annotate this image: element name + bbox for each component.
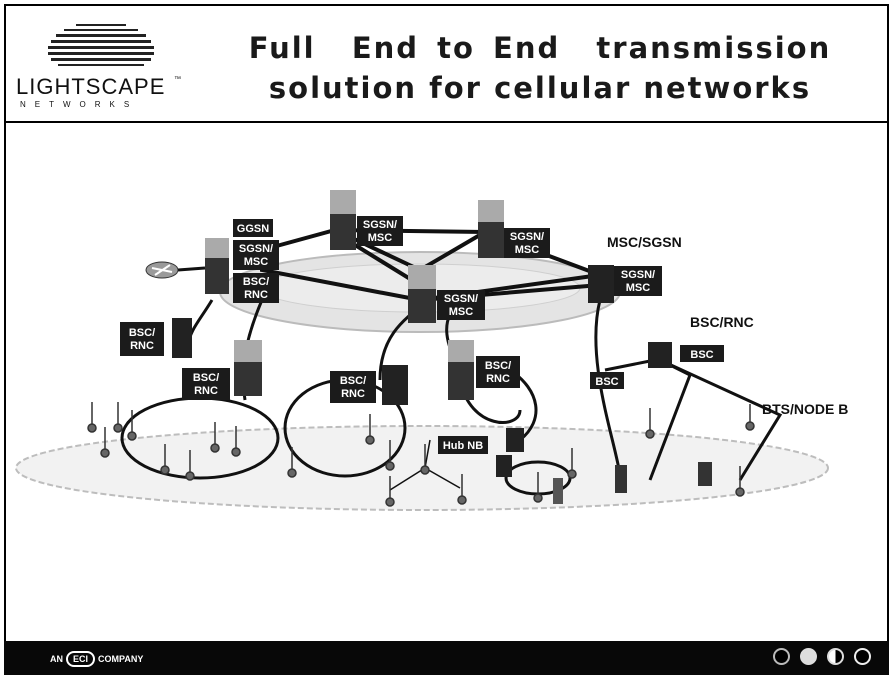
antenna-icon: [287, 447, 297, 478]
title-line-2: solution for cellular networks: [268, 71, 812, 105]
box-label-line: MSC: [368, 232, 393, 244]
label-bsc-rnc-center: BSC/RNC: [485, 360, 511, 385]
frame-top: [4, 4, 889, 6]
box-label-line: SGSN/: [363, 219, 397, 231]
antenna-icon: [745, 404, 755, 431]
label-sgsn-msc-center: SGSN/MSC: [444, 293, 478, 318]
box-label-line: MSC: [515, 244, 540, 256]
dot-1: [773, 648, 790, 665]
label-ggsn: GGSN: [237, 223, 269, 235]
antenna-icon: [160, 444, 170, 475]
logo: LIGHTSCAPE ™ NETWORKS: [16, 18, 196, 118]
logo-trademark: ™: [174, 76, 181, 83]
frame-left: [4, 4, 6, 674]
server-icon-bscleft: [172, 318, 192, 358]
server-icon-mid: [382, 365, 408, 405]
box-label-line: BSC/: [193, 372, 219, 384]
box-label-line: RNC: [341, 388, 365, 400]
box-label-line: RNC: [130, 340, 154, 352]
title-line-1: Full End to End transmission: [248, 31, 832, 65]
logo-wordmark: LIGHTSCAPE: [16, 74, 166, 99]
frame-right: [887, 4, 889, 674]
label-bsc-right: BSC: [595, 376, 618, 388]
tier-label-msc-sgsn: MSC/SGSN: [607, 234, 682, 250]
logo-subtitle: NETWORKS: [20, 100, 139, 109]
slide-title: Full End to End transmission solution fo…: [210, 28, 870, 108]
antenna-icon: [385, 440, 395, 471]
label-sgsn-msc-left: SGSN/MSC: [239, 243, 273, 268]
box-label-line: SGSN/: [444, 293, 478, 305]
box-label-line: BSC/: [243, 276, 269, 288]
antenna-icon: [231, 426, 241, 457]
antenna-icon: [645, 408, 655, 439]
antenna-icon: [420, 444, 430, 475]
server-icon-right: [588, 265, 614, 303]
label-bsc-far-right: BSC: [690, 349, 713, 361]
box-label-line: SGSN/: [621, 269, 655, 281]
box-label-line: BSC/: [485, 360, 511, 372]
router-icon: [145, 261, 206, 279]
tier-label-bsc-rnc: BSC/RNC: [690, 314, 754, 330]
dot-2: [800, 648, 817, 665]
bts-antennas: [87, 402, 755, 507]
antenna-icon: [385, 476, 395, 507]
antenna-icon: [127, 410, 137, 441]
antenna-icon: [365, 414, 375, 445]
network-diagram: GGSN SGSN/MSC BSC/RNC SGSN/MSC SGSN/MSC …: [15, 190, 848, 511]
antenna-icon: [735, 466, 745, 497]
box-label-line: RNC: [194, 385, 218, 397]
server-icon-bsc-right: [648, 342, 672, 368]
box-label-line: BSC/: [340, 375, 366, 387]
dot-4: [854, 648, 871, 665]
nodeb-icon-4: [615, 465, 627, 493]
nodeb-icon-5: [698, 462, 712, 486]
antenna-icon: [87, 402, 97, 433]
footer-prefix: AN: [50, 654, 63, 664]
label-sgsn-msc-top2: SGSN/MSC: [510, 231, 544, 256]
eci-logo: ECI: [66, 651, 96, 667]
nodeb-icon-1: [506, 428, 524, 452]
label-bsc-rnc-outer: BSC/RNC: [129, 327, 155, 352]
antenna-icon: [457, 474, 467, 505]
header-divider: [4, 121, 889, 123]
nodeb-icon-3: [553, 478, 563, 504]
dot-3: [827, 648, 844, 665]
box-label-line: BSC/: [129, 327, 155, 339]
box-label-line: SGSN/: [510, 231, 544, 243]
box-label-line: MSC: [449, 306, 474, 318]
label-hub-nb: Hub NB: [443, 440, 483, 452]
label-bsc-rnc-left: BSC/RNC: [243, 276, 269, 301]
label-sgsn-msc-right: SGSN/MSC: [621, 269, 655, 294]
antenna-icon: [113, 402, 123, 433]
label-bsc-rnc-lower-left: BSC/RNC: [193, 372, 219, 397]
tier-label-bts: BTS/NODE B: [762, 401, 848, 417]
footer-dots: [763, 648, 871, 670]
footer-suffix: COMPANY: [98, 654, 144, 664]
box-label-line: RNC: [244, 289, 268, 301]
antenna-icon: [185, 450, 195, 481]
box-label-line: SGSN/: [239, 243, 273, 255]
server-icons: [172, 190, 712, 504]
bts-links: [389, 439, 461, 491]
antenna-icon: [533, 472, 543, 503]
antenna-icon: [100, 427, 110, 458]
label-bsc-rnc-mid: BSC/RNC: [340, 375, 366, 400]
antenna-icon: [210, 422, 220, 453]
logo-mark: [48, 24, 154, 66]
label-boxes: GGSN SGSN/MSC BSC/RNC SGSN/MSC SGSN/MSC …: [120, 216, 724, 454]
box-label-line: RNC: [486, 373, 510, 385]
antenna-icon: [567, 448, 577, 479]
box-label-line: MSC: [244, 256, 269, 268]
nodeb-icon-2: [496, 455, 512, 477]
label-sgsn-msc-top1: SGSN/MSC: [363, 219, 397, 244]
box-label-line: MSC: [626, 282, 651, 294]
